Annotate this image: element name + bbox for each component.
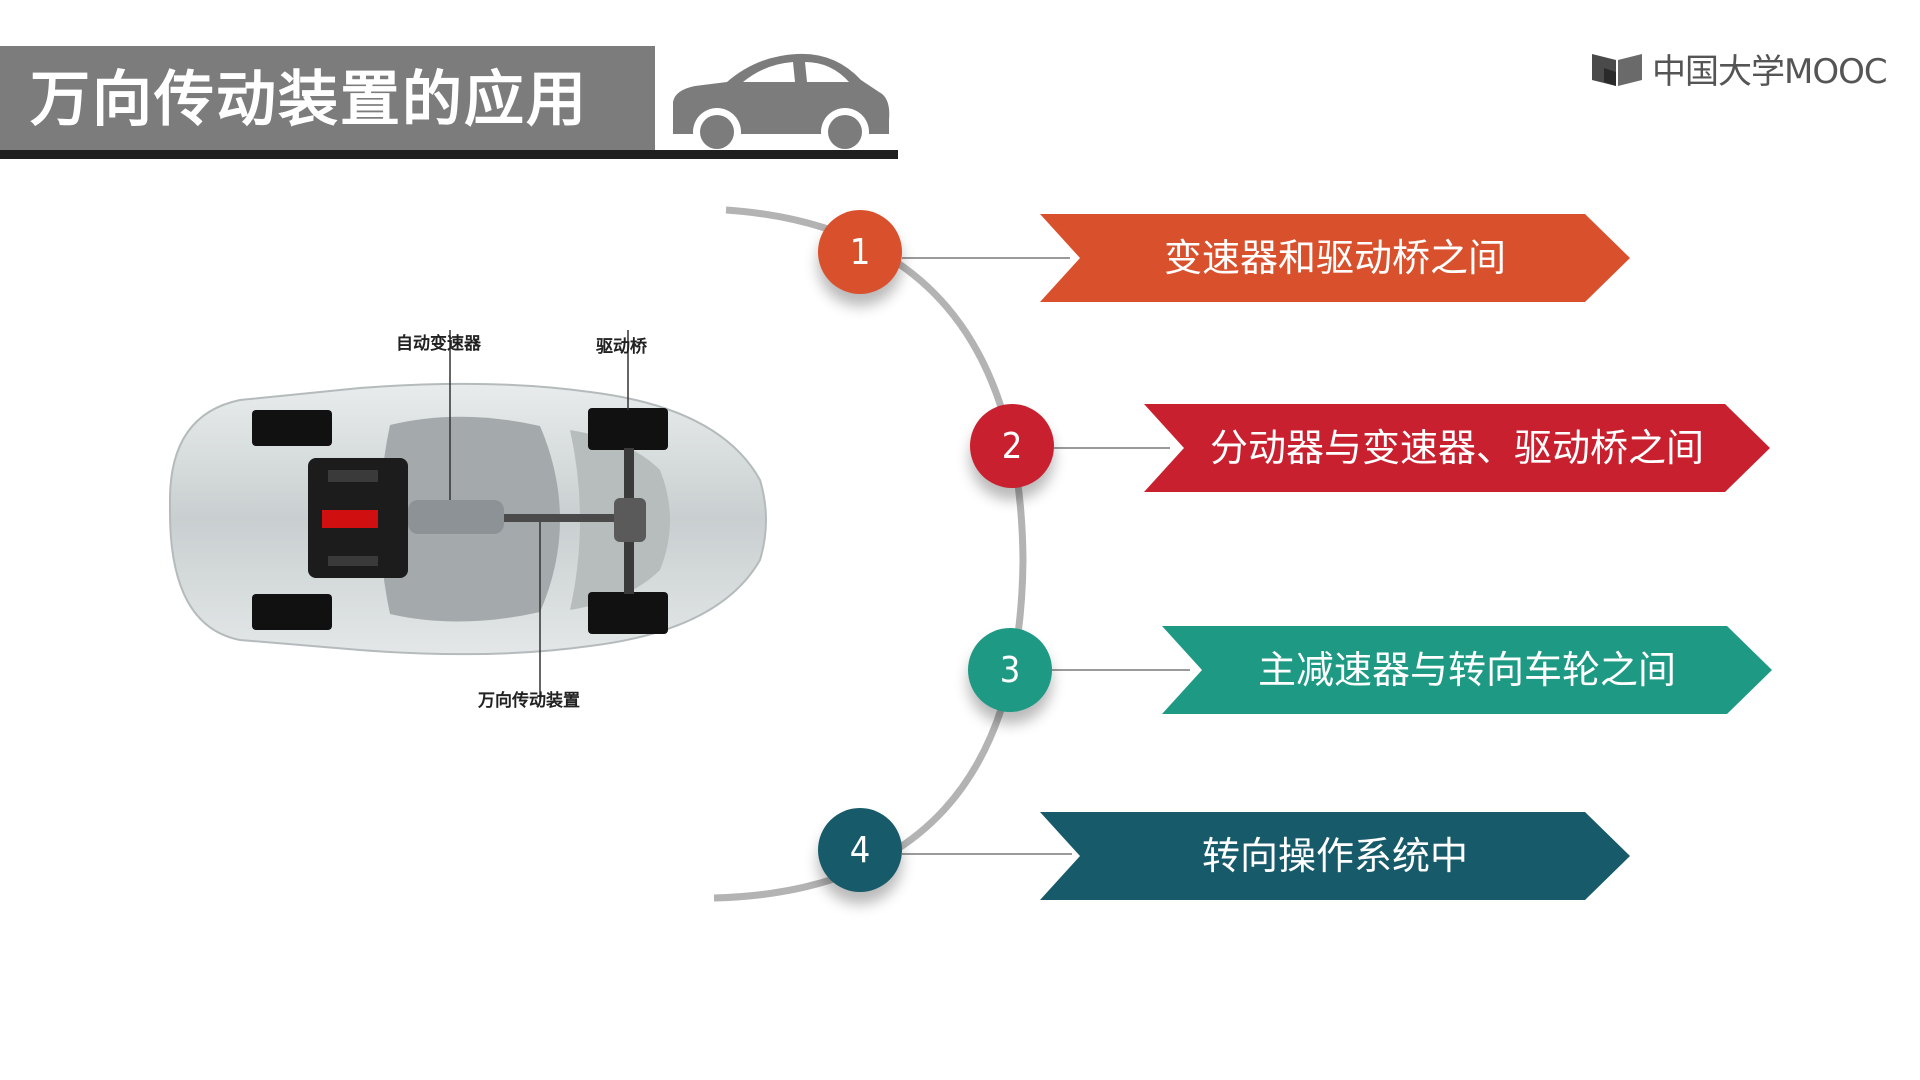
arrow-item-1: 变速器和驱动桥之间: [1040, 214, 1630, 302]
header-rule: [0, 150, 898, 159]
arrow-label-3: 主减速器与转向车轮之间: [1257, 648, 1676, 692]
car-icon: [673, 53, 890, 150]
book-icon: [1592, 54, 1642, 86]
step-circle-2: 2: [970, 404, 1054, 488]
car-chassis-image: [168, 310, 767, 700]
step-circle-3: 3: [968, 628, 1052, 712]
car-chassis-figure: 自动变速器 驱动桥 万向传动装置: [160, 310, 770, 711]
label-drive-axle: 驱动桥: [596, 337, 647, 357]
mooc-logo: 中国大学MOOC: [1590, 44, 1888, 92]
label-auto-transmission: 自动变速器: [396, 334, 481, 354]
label-universal-joint: 万向传动装置: [478, 691, 580, 711]
step-number-4: 4: [849, 829, 871, 871]
arrow-item-3: 主减速器与转向车轮之间: [1162, 626, 1772, 714]
step-circle-1: 1: [818, 210, 902, 294]
step-number-1: 1: [849, 231, 871, 273]
page-title: 万向传动装置的应用: [30, 65, 588, 135]
step-number-2: 2: [1001, 425, 1023, 467]
step-circle-4: 4: [818, 808, 902, 892]
arrow-label-2: 分动器与变速器、驱动桥之间: [1209, 426, 1704, 470]
arrow-item-2: 分动器与变速器、驱动桥之间: [1144, 404, 1770, 492]
header-bar: [0, 46, 655, 150]
logo-text: 中国大学MOOC: [1652, 51, 1888, 92]
arrow-label-1: 变速器和驱动桥之间: [1163, 236, 1506, 280]
arrow-item-4: 转向操作系统中: [1040, 812, 1630, 900]
arrow-label-4: 转向操作系统中: [1201, 834, 1468, 878]
step-number-3: 3: [999, 649, 1021, 691]
